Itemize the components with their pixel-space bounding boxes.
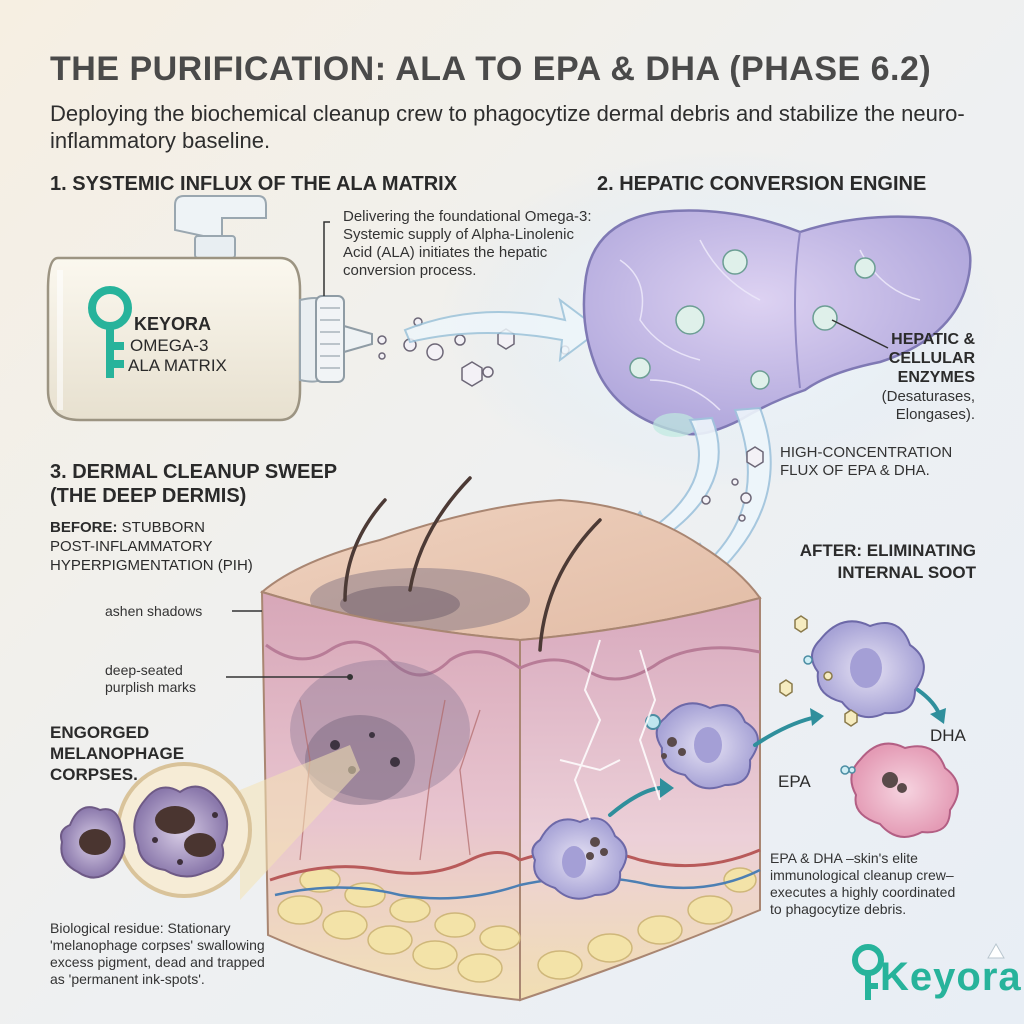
section3-heading-line1: 3. DERMAL CLEANUP SWEEP: [50, 461, 338, 483]
zoom-cone: [240, 745, 360, 900]
before-line2: POST-INFLAMMATORY: [50, 538, 213, 555]
residue-line2: 'melanophage corpses' swallowing: [50, 937, 265, 953]
flux-label: HIGH-CONCENTRATION FLUX OF EPA & DHA.: [780, 444, 980, 480]
melanophage-zoom: [116, 762, 252, 898]
bottle-line2: ALA MATRIX: [128, 356, 227, 375]
before-prefix: BEFORE:: [50, 519, 118, 536]
bottle-brand: KEYORA: [134, 314, 212, 334]
keyora-logo-icon: [852, 944, 884, 1000]
page-subtitle: Deploying the biochemical cleanup crew t…: [50, 101, 965, 153]
energy-streaks: [559, 639, 661, 821]
crew-line1: EPA & DHA –skin's elite: [770, 850, 918, 866]
omega3-bottle: [46, 195, 373, 422]
dha-label: DHA: [930, 726, 966, 745]
section2-heading: 2. HEPATIC CONVERSION ENGINE: [597, 173, 927, 195]
residue-line3: excess pigment, dead and trapped: [50, 954, 265, 970]
crew-line3: executes a highly coordinated: [770, 884, 956, 900]
flux-particles: [701, 446, 764, 522]
enzymes-title-line1: HEPATIC &: [891, 331, 975, 348]
after-line2: INTERNAL SOOT: [837, 563, 976, 582]
residue-line4: as 'permanent ink-spots'.: [50, 971, 205, 987]
section1-heading: 1. SYSTEMIC INFLUX OF THE ALA MATRIX: [50, 173, 458, 195]
section3-heading: 3. DERMAL CLEANUP SWEEP (THE DEEP DERMIS…: [50, 460, 337, 508]
purplish-pointer-dot: [347, 674, 353, 680]
before-label: BEFORE: STUBBORN POST-INFLAMMATORY HYPER…: [50, 518, 280, 575]
melanophage-line3: CORPSES.: [50, 765, 138, 784]
melanophage-line1: ENGORGED: [50, 723, 150, 742]
ala-bracket: [323, 221, 330, 296]
before-line3: HYPERPIGMENTATION (PIH): [50, 557, 253, 574]
enzymes-detail-line1: (Desaturases,: [881, 388, 975, 405]
sparkle-icon: [987, 942, 1005, 959]
purplish-line1: deep-seated: [105, 662, 183, 678]
residue-line1: Biological residue: Stationary: [50, 920, 231, 936]
before-line1: STUBBORN: [121, 519, 206, 536]
flux-line2: FLUX OF EPA & DHA.: [780, 462, 930, 479]
crew-line4: to phagocytize debris.: [770, 901, 907, 917]
enzymes-title-line2: CELLULAR: [888, 350, 975, 367]
ala-description: Delivering the foundational Omega-3: Sys…: [343, 208, 592, 279]
enzymes-detail: (Desaturases, Elongases).: [840, 388, 975, 424]
key-logo-icon: [88, 286, 132, 378]
purplish-line2: purplish marks: [105, 679, 197, 695]
enzymes-detail-line2: Elongases).: [895, 406, 975, 423]
melanophage-cell: [60, 806, 126, 879]
cleanup-cells: [531, 615, 959, 900]
arrow-to-liver: [403, 297, 602, 363]
flux-line1: HIGH-CONCENTRATION: [780, 444, 953, 461]
section3-heading-line2: (THE DEEP DERMIS): [50, 485, 247, 507]
melanophage-line2: MELANOPHAGE: [50, 744, 185, 763]
residue-caption: Biological residue: Stationary 'melanoph…: [50, 920, 310, 988]
after-line1: AFTER: ELIMINATING: [799, 541, 976, 560]
epa-label: EPA: [778, 772, 811, 791]
bottle-line1: OMEGA-3: [130, 336, 209, 355]
crew-caption: EPA & DHA –skin's elite immunological cl…: [770, 850, 990, 918]
enzymes-title: HEPATIC & CELLULAR ENZYMES: [855, 330, 975, 387]
purplish-label: deep-seated purplish marks: [105, 662, 196, 696]
liver: [582, 209, 972, 437]
ashen-label: ashen shadows: [105, 603, 203, 619]
enzymes-pointer: [831, 319, 889, 349]
page-title: THE PURIFICATION: ALA TO EPA & DHA (PHAS…: [50, 50, 932, 88]
melanophage-label: ENGORGED MELANOPHAGE CORPSES.: [50, 722, 184, 785]
footer-logo-text: Keyora: [880, 955, 1022, 999]
skin-block: [259, 476, 762, 1002]
crew-line2: immunological cleanup crew–: [770, 867, 954, 883]
enzymes-title-line3: ENZYMES: [897, 369, 975, 386]
after-label: AFTER: ELIMINATING INTERNAL SOOT: [760, 540, 976, 584]
